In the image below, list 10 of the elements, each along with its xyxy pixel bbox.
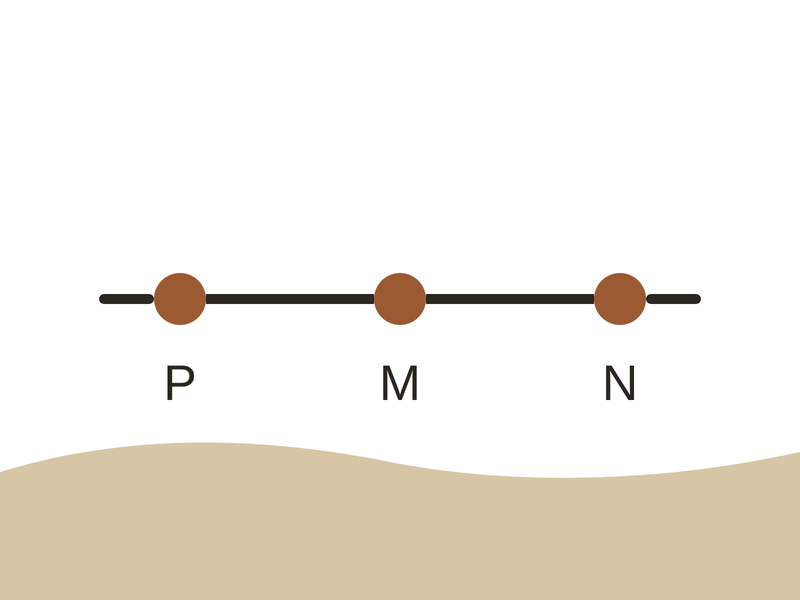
point-label: N — [600, 358, 640, 408]
point-dot — [154, 273, 206, 325]
line-segment — [206, 294, 374, 304]
point-label: P — [162, 358, 198, 408]
line-segment — [646, 294, 701, 304]
point-dot — [374, 273, 426, 325]
line-segment — [426, 294, 594, 304]
point-label: M — [378, 358, 422, 408]
line-segment — [99, 294, 154, 304]
point-dot — [594, 273, 646, 325]
